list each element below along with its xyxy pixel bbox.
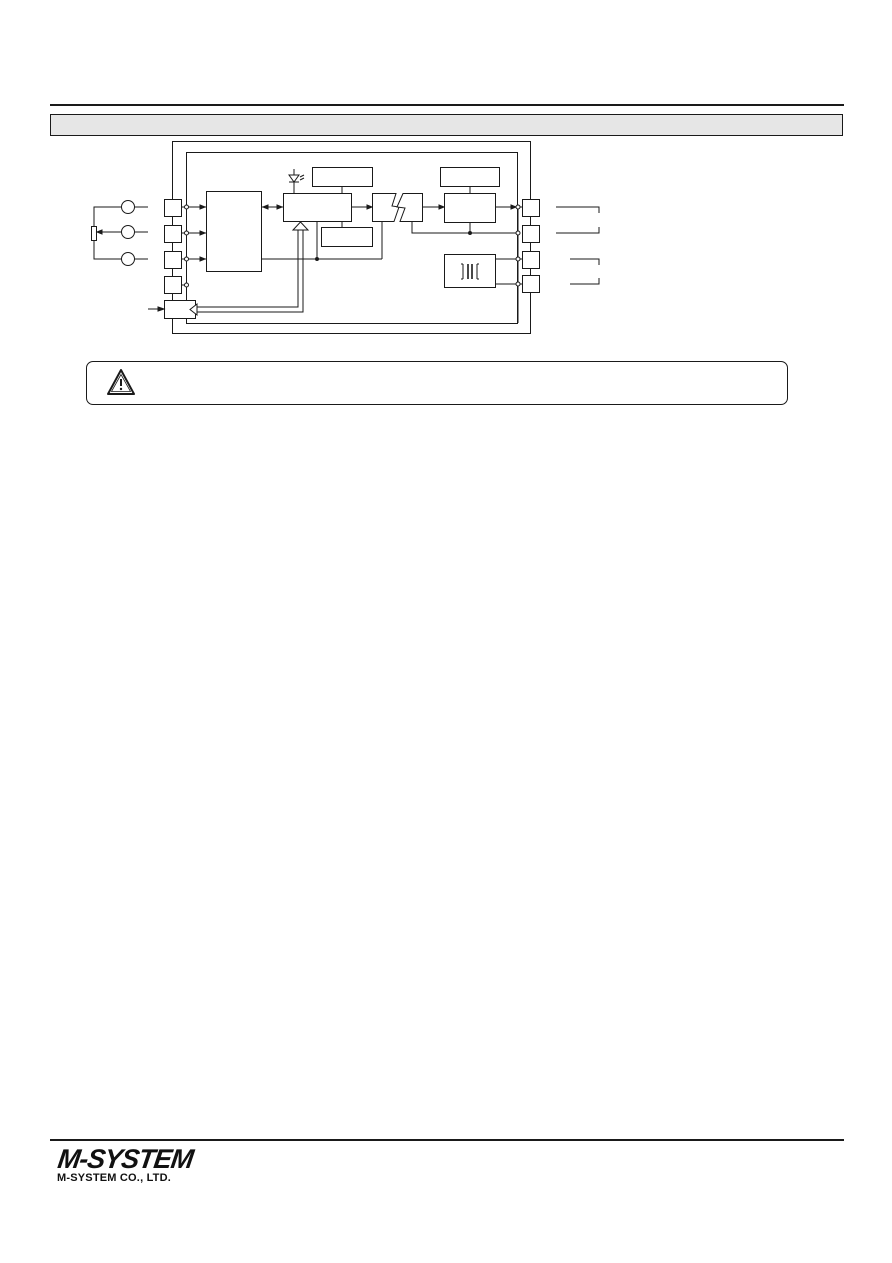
company-name: M-SYSTEM CO., LTD.	[57, 1172, 172, 1184]
warning-triangle-icon	[107, 369, 135, 395]
sensor-circle-1	[121, 200, 135, 214]
terminal-in-1	[164, 199, 182, 217]
input-circuit-block	[206, 191, 262, 272]
top-rule	[50, 104, 844, 106]
isolation-barrier	[372, 193, 400, 222]
terminal-in-2	[164, 225, 182, 243]
sensor-circle-3	[121, 252, 135, 266]
terminal-out-3	[522, 251, 540, 269]
terminal-in-3	[164, 251, 182, 269]
terminal-out-4	[522, 275, 540, 293]
transformer-icon	[461, 263, 479, 280]
sensor-circle-2	[121, 225, 135, 239]
potentiometer	[91, 226, 97, 241]
terminal-out-2	[522, 225, 540, 243]
power-supply-block	[444, 254, 496, 288]
block-diagram	[91, 141, 600, 334]
bottom-rule	[50, 1139, 844, 1141]
memory-block-bottom	[321, 227, 373, 247]
warning-box	[86, 361, 788, 405]
company-logo: M-SYSTEM	[55, 1144, 195, 1174]
terminal-out-1	[522, 199, 540, 217]
output-driver-block	[444, 193, 496, 223]
led-icon	[288, 169, 305, 194]
cpu-block	[283, 193, 352, 222]
memory-block-top	[312, 167, 373, 187]
output-label-block	[440, 167, 500, 187]
section-header-bar	[50, 114, 843, 136]
terminal-in-4	[164, 276, 182, 294]
